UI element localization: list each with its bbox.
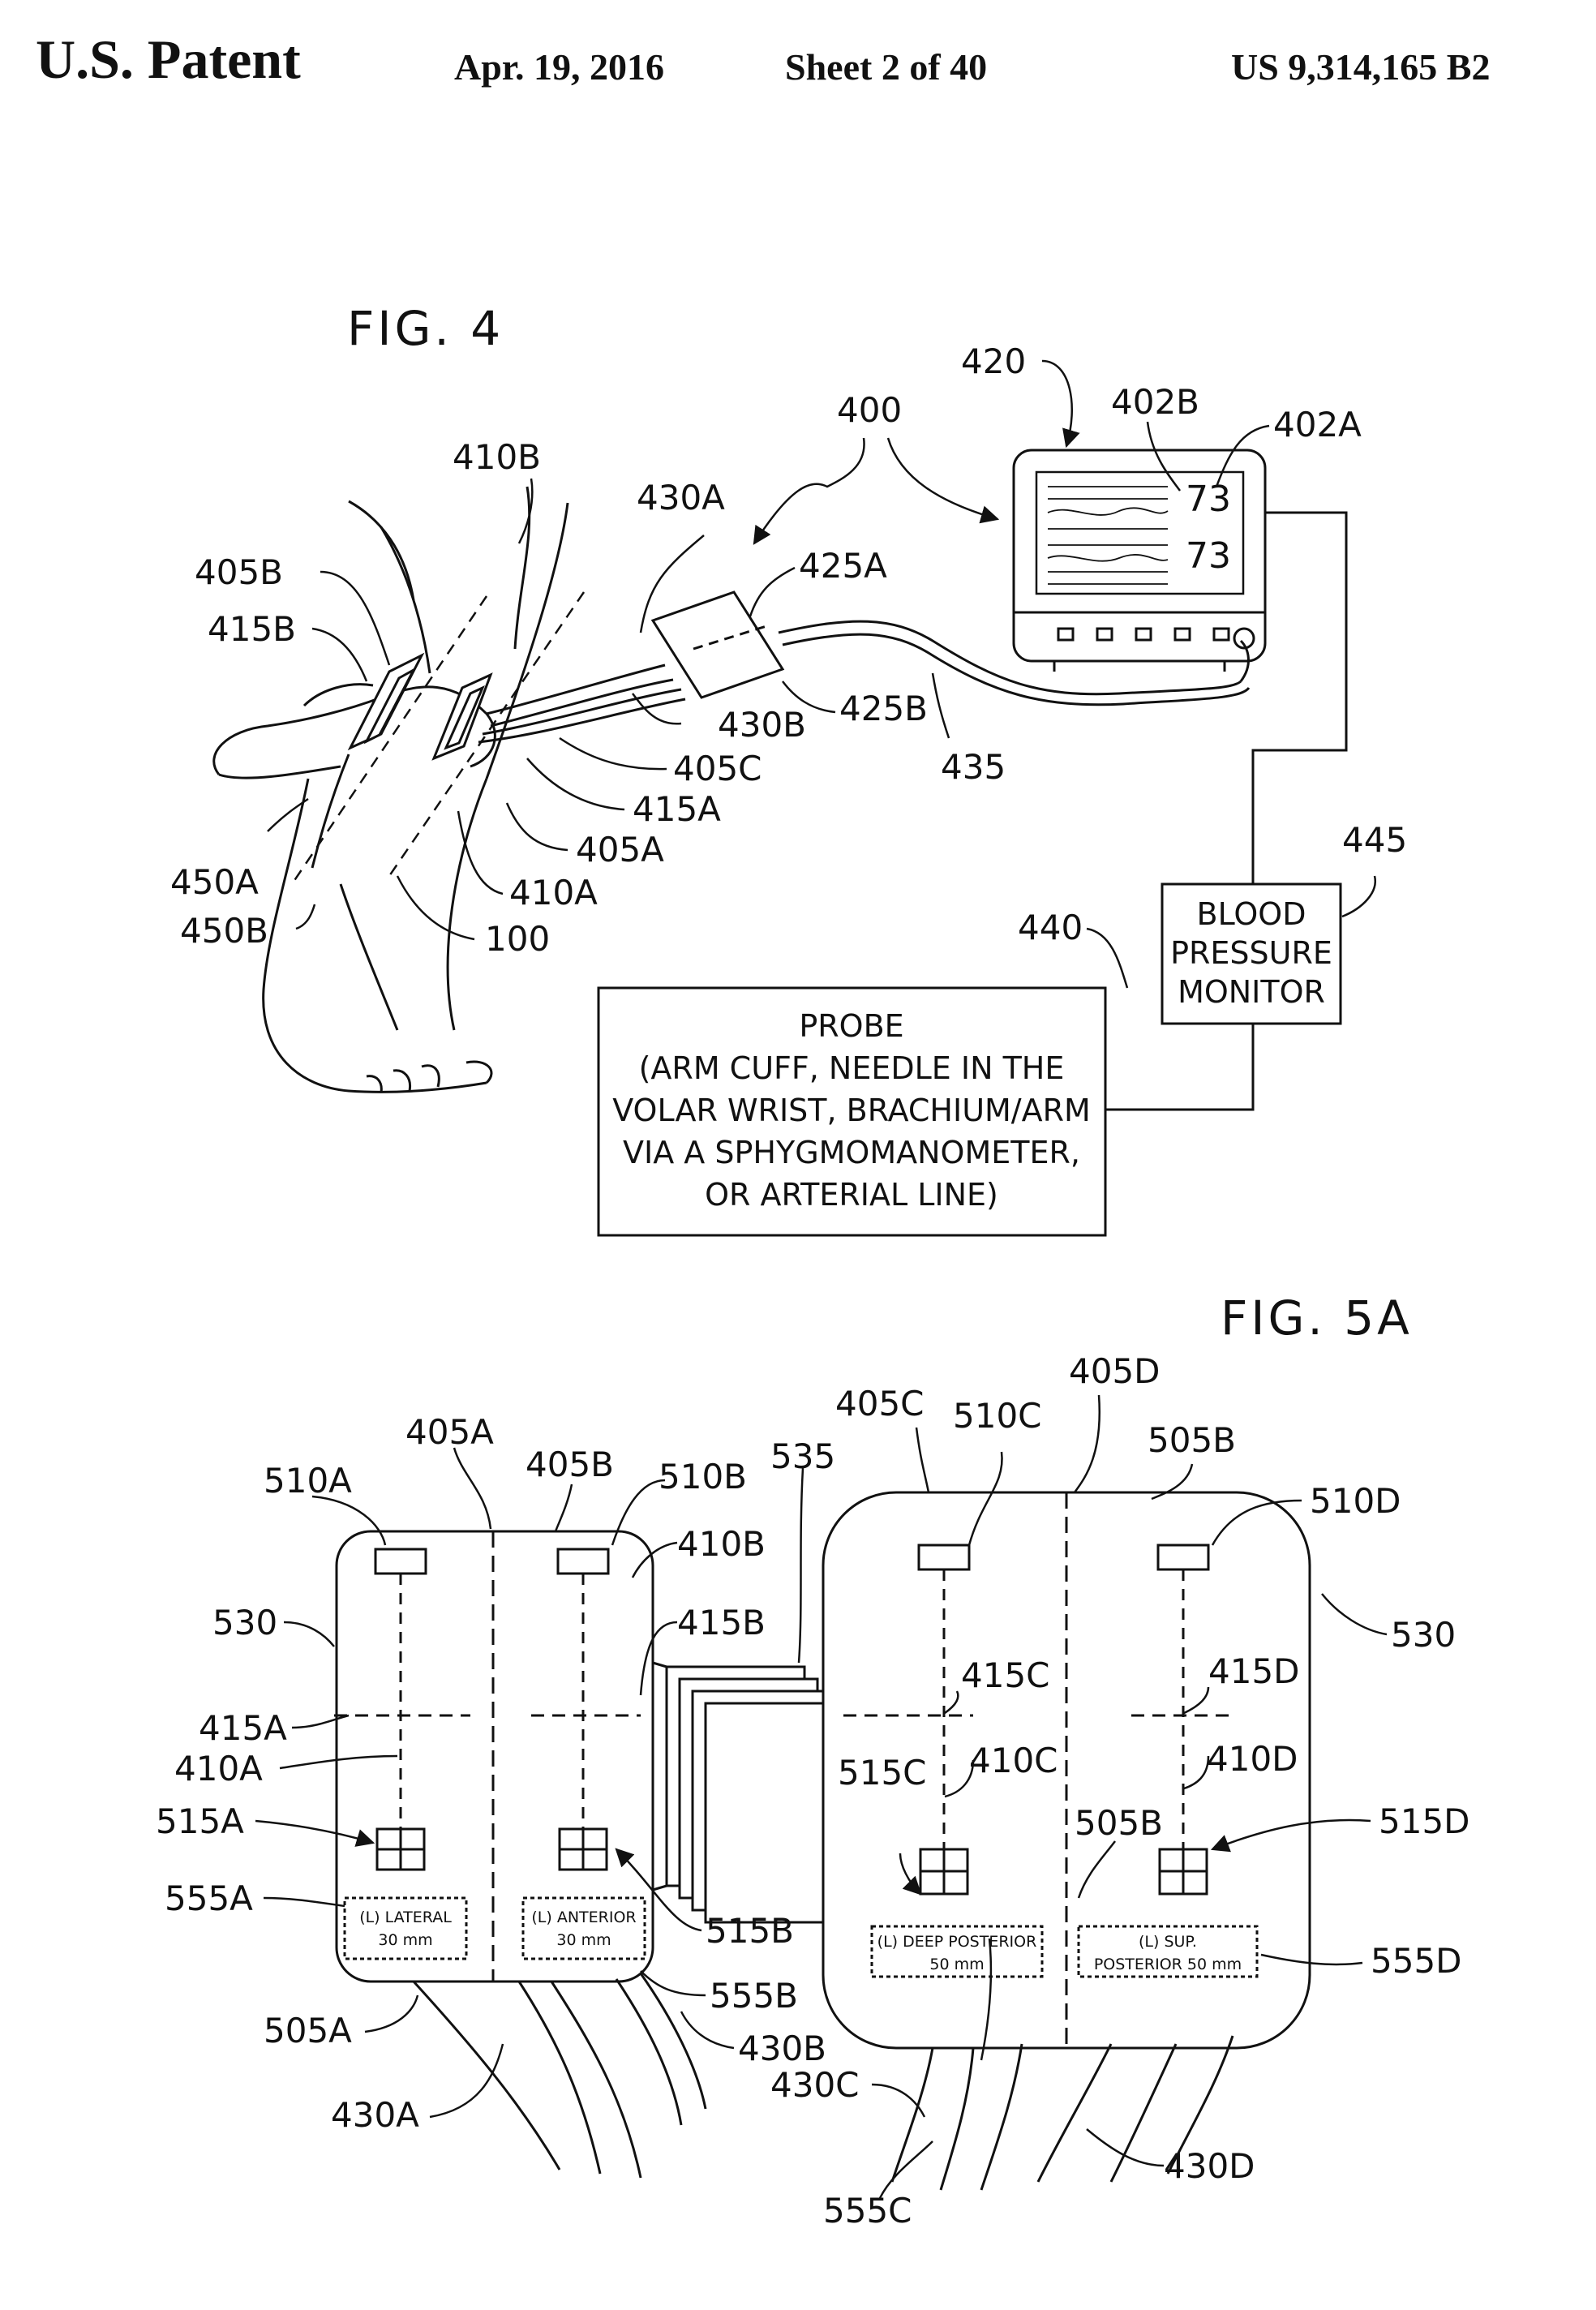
probe-line-5: OR ARTERIAL LINE) xyxy=(705,1177,998,1213)
ref-530-right: 530 xyxy=(1391,1615,1456,1655)
transducer-block xyxy=(653,592,783,698)
ref-415C: 415C xyxy=(961,1655,1050,1695)
site-label-lateral-2: 30 mm xyxy=(378,1931,432,1949)
ref-410C: 410C xyxy=(969,1741,1058,1780)
ref-510C: 510C xyxy=(953,1396,1042,1436)
ref-405C: 405C xyxy=(673,749,762,788)
ref-530-left: 530 xyxy=(212,1603,277,1642)
connector-535 xyxy=(653,1663,843,1922)
ref-435: 435 xyxy=(941,747,1006,787)
ref-405A: 405A xyxy=(576,830,664,869)
bp-monitor-line-3: MONITOR xyxy=(1178,974,1325,1010)
ref-415A: 415A xyxy=(633,789,721,829)
ref-410A: 410A xyxy=(509,873,598,912)
site-label-deep-posterior-1: (L) DEEP POSTERIOR xyxy=(877,1933,1037,1951)
bp-monitor-line-2: PRESSURE xyxy=(1170,935,1332,971)
ref-430B: 430B xyxy=(738,2029,826,2068)
sensor-cables xyxy=(478,665,685,742)
ref-402A: 402A xyxy=(1273,405,1362,444)
ref-505B-mid: 505B xyxy=(1075,1803,1163,1843)
ref-430D: 430D xyxy=(1164,2146,1255,2186)
bp-monitor-line-1: BLOOD xyxy=(1197,896,1306,932)
monitor-reading-2: 73 xyxy=(1186,535,1231,577)
ref-450B: 450B xyxy=(180,911,268,951)
ref-405A: 405A xyxy=(405,1412,494,1452)
site-label-sup-posterior-2: POSTERIOR 50 mm xyxy=(1094,1956,1242,1973)
ref-405C: 405C xyxy=(835,1384,925,1423)
ref-505A: 505A xyxy=(264,2011,352,2050)
monitor-reading-1: 73 xyxy=(1186,479,1231,520)
ref-400: 400 xyxy=(837,390,902,430)
probe-line-4: VIA A SPHYGMOMANOMETER, xyxy=(623,1135,1080,1170)
ref-430A: 430A xyxy=(331,2095,419,2135)
fig4-reference-labels: 400 420 402B 402A 410B 430A 405B 425A 41… xyxy=(170,341,1407,959)
site-label-anterior-1: (L) ANTERIOR xyxy=(531,1909,636,1926)
ref-505B-top: 505B xyxy=(1148,1420,1236,1460)
ref-535: 535 xyxy=(770,1436,835,1476)
site-label-anterior-2: 30 mm xyxy=(556,1931,611,1949)
ref-515C: 515C xyxy=(838,1753,927,1793)
fig5a: FIG. 5A (L) LATERAL 30 xyxy=(156,1290,1470,2231)
ref-405D: 405D xyxy=(1069,1351,1161,1391)
ref-420: 420 xyxy=(961,341,1026,381)
probe-line-2: (ARM CUFF, NEEDLE IN THE xyxy=(639,1050,1065,1086)
site-label-deep-posterior-2: 50 mm xyxy=(929,1956,984,1973)
ref-430B: 430B xyxy=(718,705,806,745)
ref-402B: 402B xyxy=(1111,382,1199,422)
ref-415A: 415A xyxy=(199,1708,287,1748)
ref-555D: 555D xyxy=(1371,1941,1462,1981)
ref-445: 445 xyxy=(1342,820,1407,860)
ref-450A: 450A xyxy=(170,862,259,902)
ref-430A: 430A xyxy=(637,478,725,517)
probe-line-1: PROBE xyxy=(799,1008,903,1044)
leg-axis-lines xyxy=(292,592,584,884)
ref-510D: 510D xyxy=(1310,1481,1401,1521)
ref-515A: 515A xyxy=(156,1801,244,1841)
ref-415B: 415B xyxy=(208,609,296,649)
ref-405B: 405B xyxy=(526,1445,614,1484)
ref-510B: 510B xyxy=(659,1457,747,1496)
ref-410B: 410B xyxy=(677,1524,766,1564)
monitor-wiring xyxy=(1105,513,1346,1110)
site-label-lateral-1: (L) LATERAL xyxy=(359,1909,452,1926)
ref-415D: 415D xyxy=(1208,1651,1300,1691)
ref-410A: 410A xyxy=(174,1749,263,1788)
ref-515B: 515B xyxy=(706,1911,794,1951)
leg-sensors xyxy=(350,655,491,758)
fig4-title: FIG. 4 xyxy=(347,301,504,356)
ref-555A: 555A xyxy=(165,1878,253,1918)
ref-425B: 425B xyxy=(839,689,928,728)
ref-515D: 515D xyxy=(1379,1801,1470,1841)
ref-100: 100 xyxy=(485,919,550,959)
fig4: FIG. 4 xyxy=(170,301,1407,1235)
ref-415B: 415B xyxy=(677,1603,766,1642)
fig4-leader-lines xyxy=(268,361,1375,988)
ref-555B: 555B xyxy=(710,1976,798,2016)
ref-440: 440 xyxy=(1018,908,1083,947)
probe-line-3: VOLAR WRIST, BRACHIUM/ARM xyxy=(612,1093,1091,1128)
fig5a-title: FIG. 5A xyxy=(1221,1290,1413,1346)
ref-510A: 510A xyxy=(264,1461,352,1501)
ref-555C: 555C xyxy=(823,2191,912,2231)
ref-430C: 430C xyxy=(770,2065,860,2105)
ref-405B: 405B xyxy=(195,552,283,592)
ref-410D: 410D xyxy=(1207,1739,1298,1779)
site-label-sup-posterior-1: (L) SUP. xyxy=(1139,1933,1197,1951)
ref-410B: 410B xyxy=(453,437,541,477)
ref-425A: 425A xyxy=(799,546,887,586)
